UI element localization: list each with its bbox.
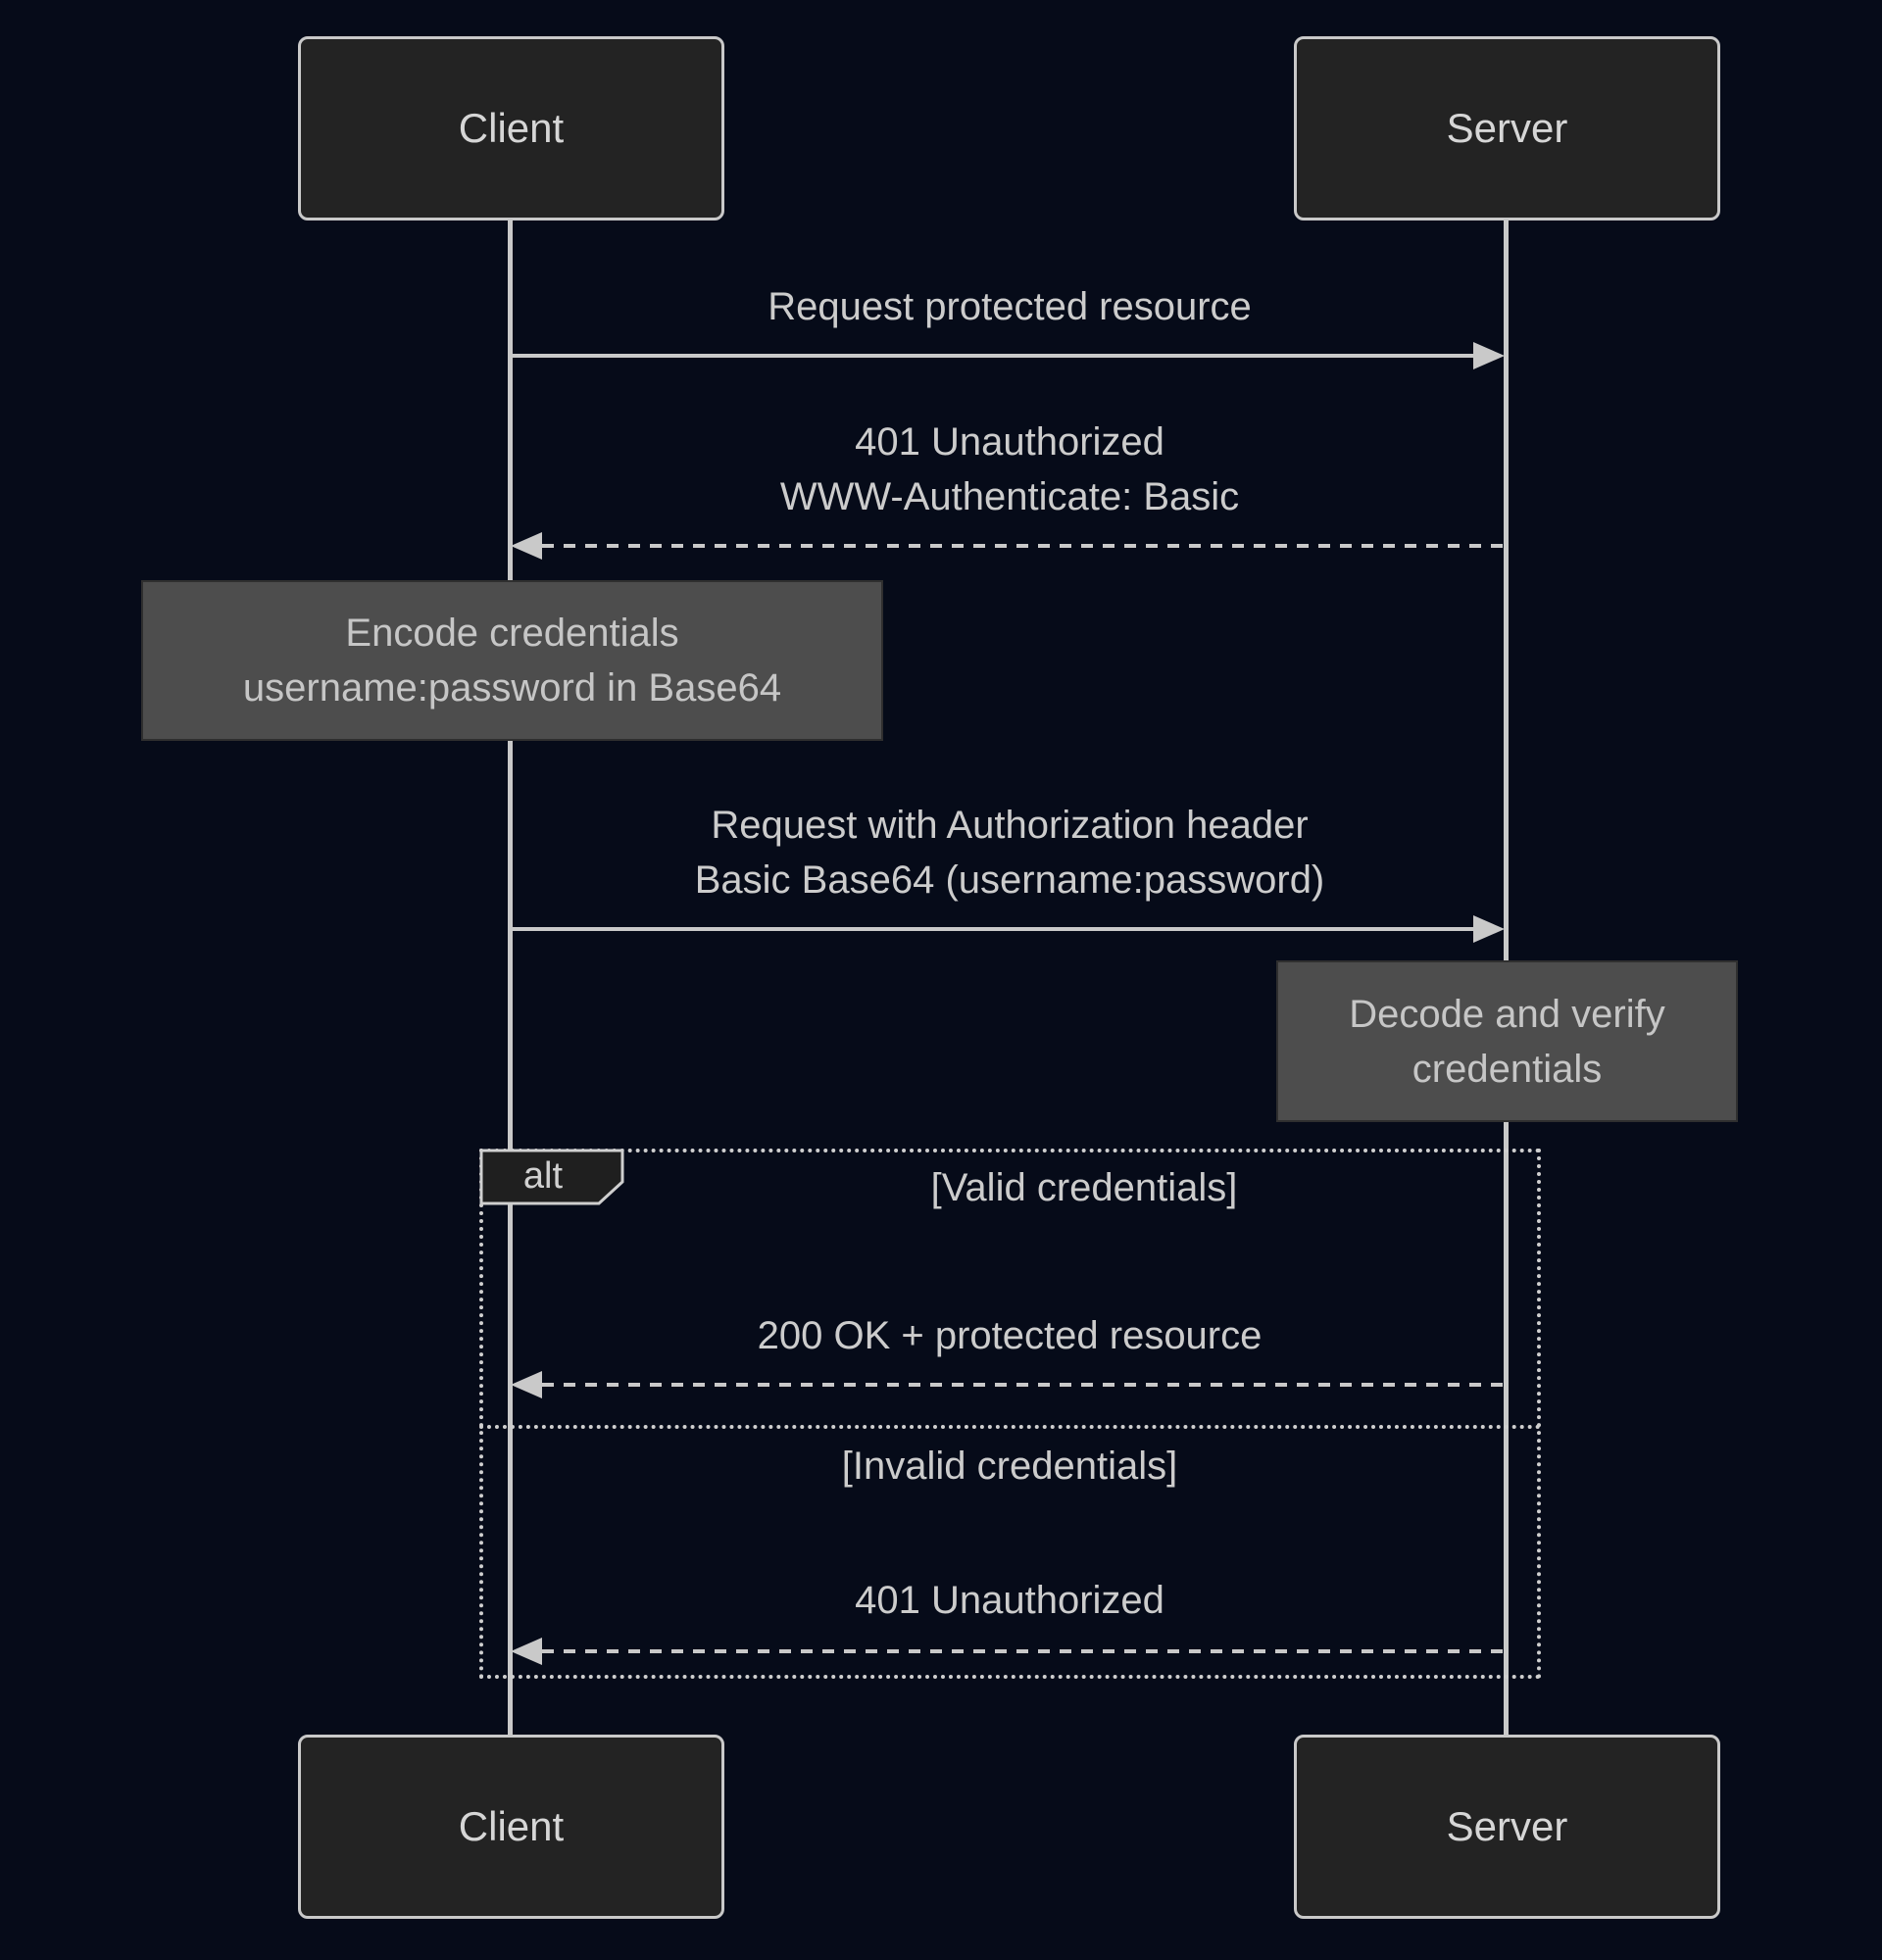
message-401-final: 401 Unauthorized <box>855 1579 1164 1622</box>
message-200-ok: 200 OK + protected resource <box>757 1314 1263 1357</box>
message-401-final-line <box>542 1649 1504 1653</box>
actor-label-server-top: Server <box>1446 105 1568 151</box>
arrowhead-right-icon <box>1473 915 1505 943</box>
message-auth-line <box>511 927 1477 931</box>
note-decode-credentials: Decode and verify credentials <box>1276 960 1738 1122</box>
note-encode-credentials: Encode credentials username:password in … <box>141 580 883 741</box>
alt-divider <box>479 1425 1541 1429</box>
alt-guard-valid: [Valid credentials] <box>930 1166 1238 1209</box>
alt-guard-invalid: [Invalid credentials] <box>841 1445 1178 1488</box>
actor-box-server-bottom: Server <box>1294 1735 1720 1919</box>
alt-label-shape <box>479 1149 624 1205</box>
actor-label-client-bottom: Client <box>458 1803 565 1849</box>
message-request-line <box>511 354 1477 358</box>
actor-box-client-top: Client <box>298 36 724 220</box>
message-auth-request: Request with Authorization header Basic … <box>694 804 1325 902</box>
alt-label: alt <box>522 1154 564 1197</box>
arrowhead-left-icon <box>511 1371 542 1398</box>
message-401-challenge: 401 Unauthorized WWW-Authenticate: Basic <box>779 420 1240 518</box>
arrowhead-left-icon <box>511 1638 542 1665</box>
arrowhead-left-icon <box>511 532 542 560</box>
alt-frame <box>479 1149 1541 1679</box>
message-200-line <box>542 1383 1504 1387</box>
actor-label-client-top: Client <box>458 105 565 151</box>
message-401-line <box>542 544 1504 548</box>
lifeline-client <box>508 220 513 1736</box>
message-request-protected: Request protected resource <box>768 285 1252 328</box>
arrowhead-right-icon <box>1473 342 1505 369</box>
actor-label-server-bottom: Server <box>1446 1803 1568 1849</box>
actor-box-client-bottom: Client <box>298 1735 724 1919</box>
actor-box-server-top: Server <box>1294 36 1720 220</box>
